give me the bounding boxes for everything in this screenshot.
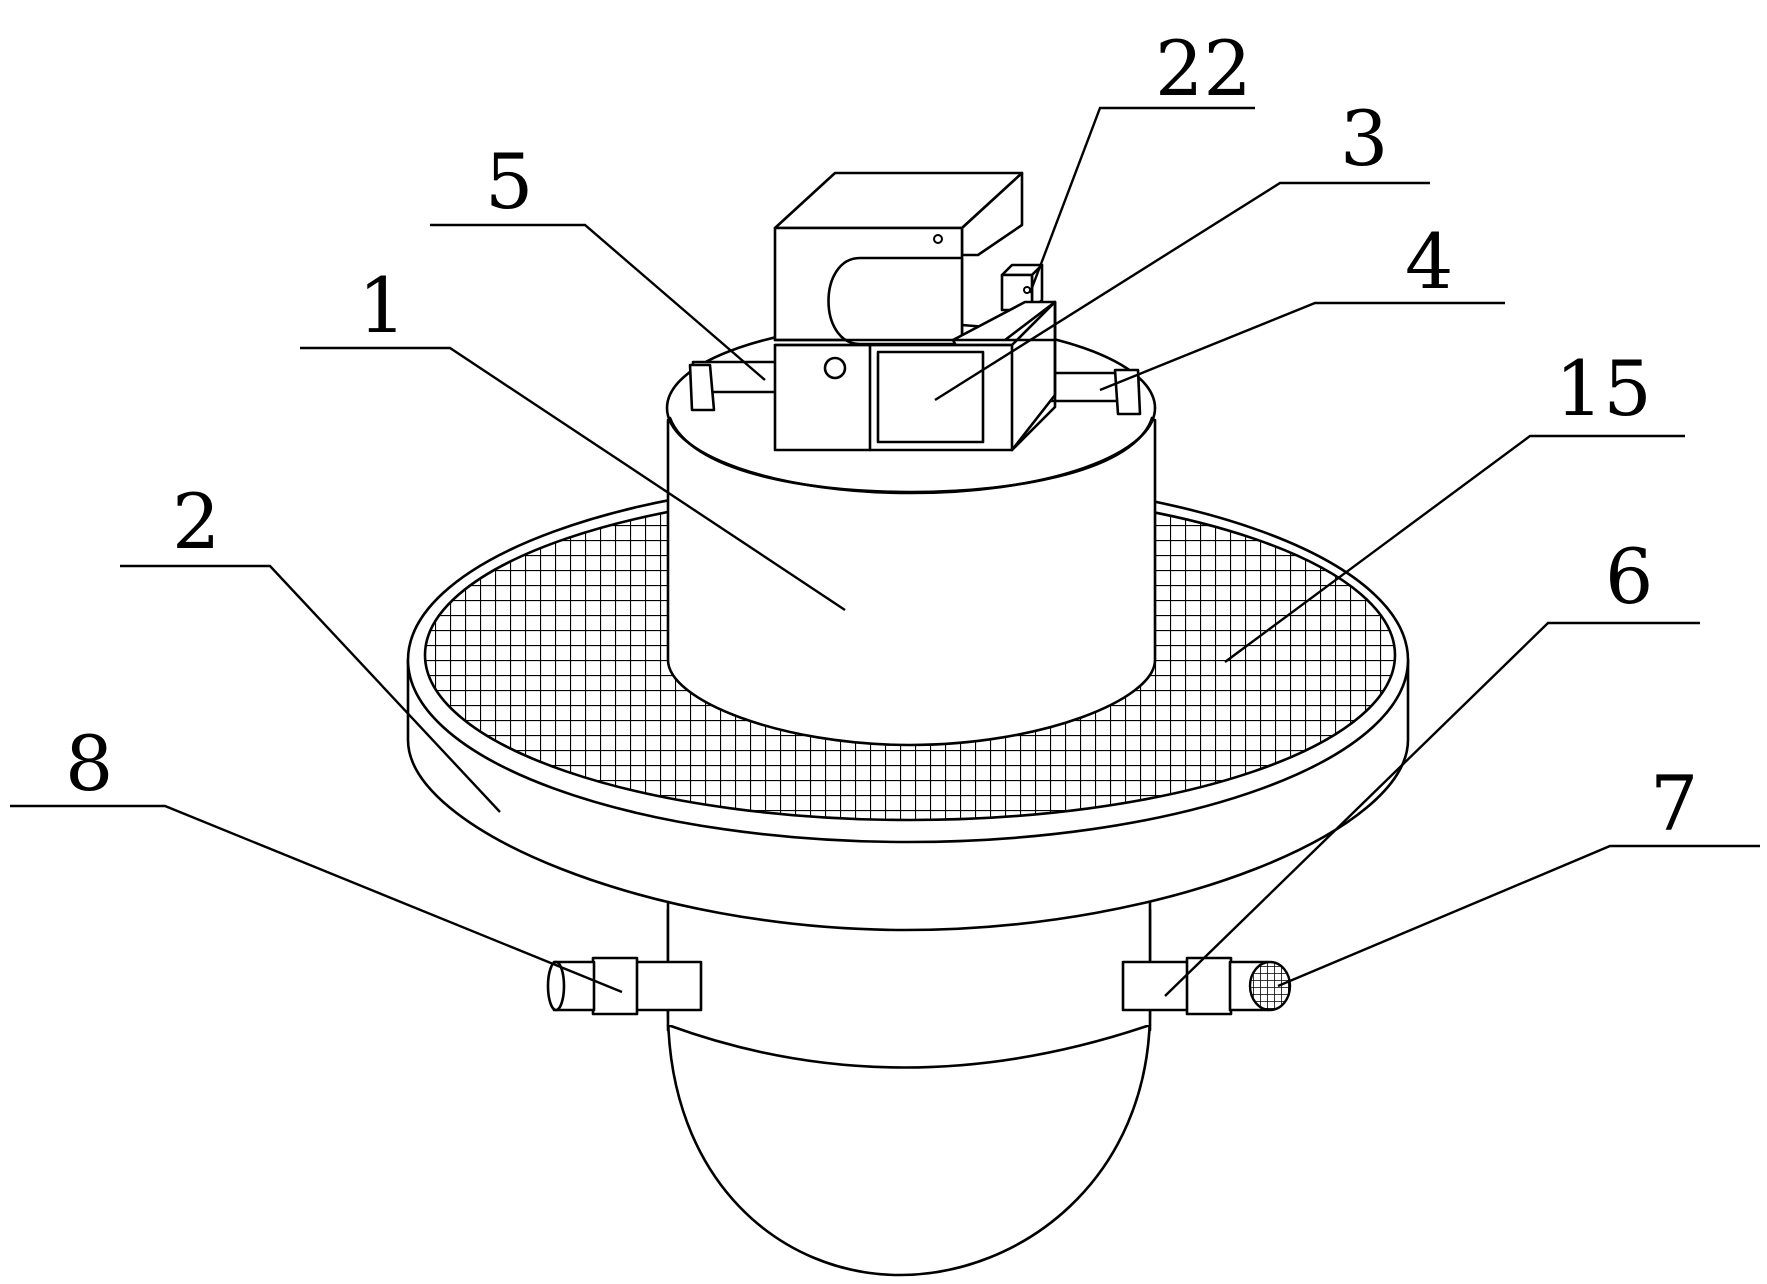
left-clamp [688, 360, 783, 412]
callout-8: 8 [65, 719, 113, 808]
callout-3: 3 [1340, 94, 1388, 183]
callouts: 22 3 5 4 1 15 2 6 8 7 [65, 24, 1698, 848]
right-pipe-fitting [1121, 956, 1292, 1016]
control-box [773, 300, 1057, 452]
mesh-end-cap [1248, 960, 1292, 1012]
callout-1: 1 [358, 261, 406, 350]
callout-5: 5 [485, 137, 533, 226]
callout-7: 7 [1650, 759, 1698, 848]
callout-4: 4 [1405, 217, 1453, 306]
u-clamp [773, 171, 1024, 346]
left-pipe-fitting [546, 956, 703, 1016]
callout-22: 22 [1155, 24, 1252, 113]
callout-15: 15 [1555, 344, 1652, 433]
callout-6: 6 [1605, 532, 1653, 621]
leader-lines [10, 106, 1760, 997]
callout-2: 2 [172, 477, 220, 566]
